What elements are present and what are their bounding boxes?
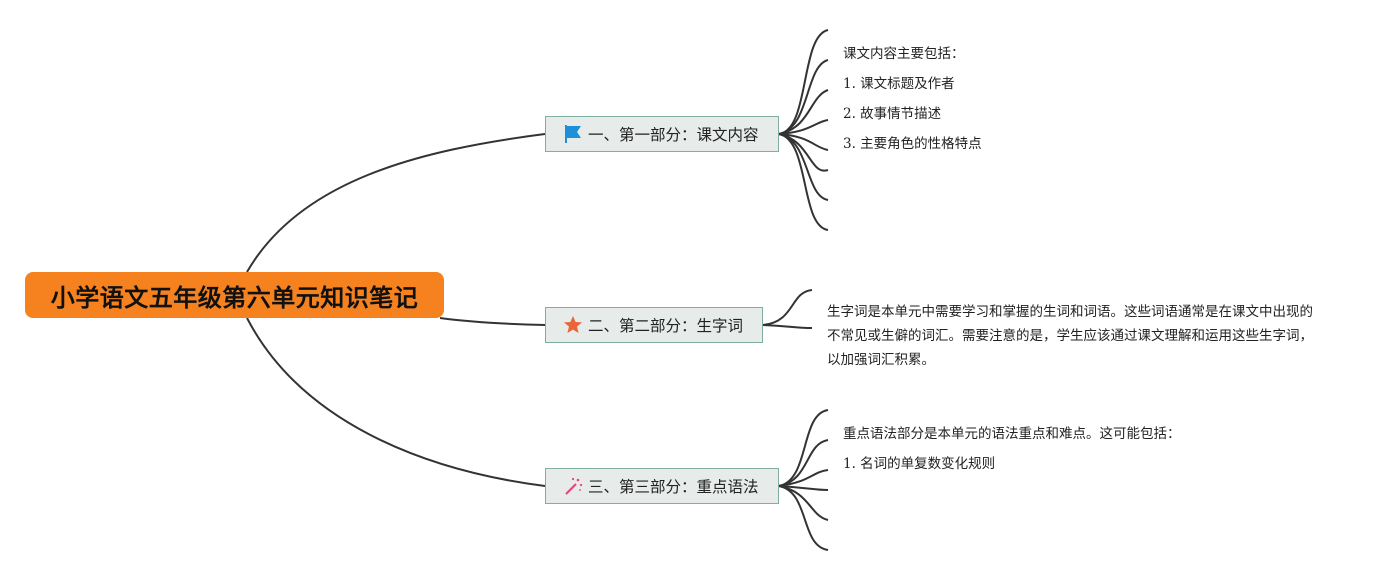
branch-3-label: 三、第三部分：重点语法: [588, 478, 759, 496]
star-icon: [562, 314, 584, 336]
branch-topic-1[interactable]: 一、第一部分：课文内容: [545, 116, 779, 152]
branch-topic-2[interactable]: 二、第二部分：生字词: [545, 307, 763, 343]
leaf-1-2[interactable]: 1. 课文标题及作者: [843, 76, 955, 92]
leaf-2-text[interactable]: 生字词是本单元中需要学习和掌握的生词和词语。这些词语通常是在课文中出现的不常见或…: [827, 304, 1313, 368]
flag-icon: [562, 123, 584, 145]
root-title: 小学语文五年级第六单元知识笔记: [50, 283, 419, 312]
leaf-3-1[interactable]: 重点语法部分是本单元的语法重点和难点。这可能包括：: [843, 426, 1181, 442]
branch-2-fan: [762, 289, 813, 329]
branch-1-fan: [778, 29, 829, 231]
magic-wand-icon: [562, 475, 584, 497]
leaf-1-1[interactable]: 课文内容主要包括：: [843, 46, 965, 62]
branch-3-fan: [778, 409, 829, 551]
leaf-1-3[interactable]: 2. 故事情节描述: [843, 106, 942, 122]
leaf-1-4[interactable]: 3. 主要角色的性格特点: [843, 136, 982, 152]
root-to-branch-1: [246, 133, 546, 273]
root-to-branch-3: [246, 317, 546, 487]
branch-2-label: 二、第二部分：生字词: [588, 317, 744, 335]
branch-1-label: 一、第一部分：课文内容: [588, 126, 759, 144]
leaf-3-2[interactable]: 1. 名词的单复数变化规则: [843, 456, 996, 472]
root-topic[interactable]: 小学语文五年级第六单元知识笔记: [25, 272, 444, 318]
branch-topic-3[interactable]: 三、第三部分：重点语法: [545, 468, 779, 504]
root-to-branch-2: [439, 317, 546, 326]
